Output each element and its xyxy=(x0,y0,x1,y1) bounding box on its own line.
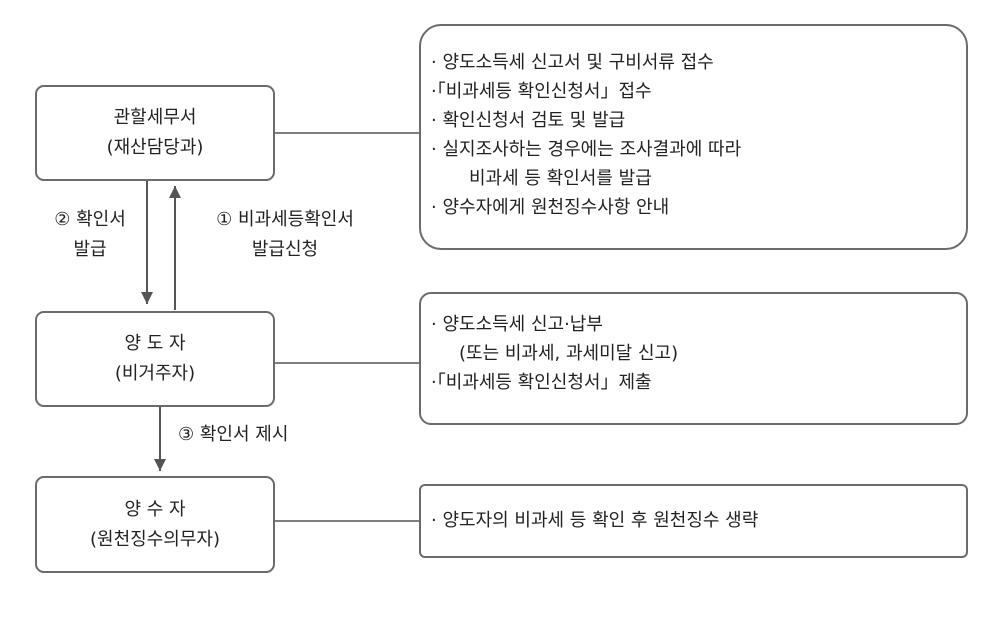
transferor-title: 양 도 자 xyxy=(124,333,186,354)
note-item: · 실지조사하는 경우에는 조사결과에 따라 xyxy=(431,139,742,160)
tax-office-box: 관할세무서 (재산담당과) xyxy=(35,85,275,181)
transferor-box: 양 도 자 (비거주자) xyxy=(35,311,275,407)
transferor-note-box: · 양도소득세 신고·납부 (또는 비과세, 과세미달 신고) ·「비과세등 확… xyxy=(419,292,968,425)
arrow-request-label: ① 비과세등확인서 발급신청 xyxy=(190,205,380,265)
arrow-issue-label: ② 확인서 발급 xyxy=(40,205,140,265)
arrow-present-label-line1: ③ 확인서 제시 xyxy=(178,424,289,445)
note-item: ·「비과세등 확인신청서」제출 xyxy=(431,372,652,393)
transferee-note-box: · 양도자의 비과세 등 확인 후 원천징수 생략 xyxy=(419,484,968,558)
tax-office-note-box: · 양도소득세 신고서 및 구비서류 접수 ·「비과세등 확인신청서」접수 · … xyxy=(419,24,968,250)
note-item: · 양도자의 비과세 등 확인 후 원천징수 생략 xyxy=(431,510,759,531)
transferee-box: 양 수 자 (원천징수의무자) xyxy=(35,476,275,573)
arrow-issue-label-line1: ② 확인서 xyxy=(54,209,126,230)
tax-office-subtitle: (재산담당과) xyxy=(106,137,204,158)
note-item: · 양도소득세 신고·납부 xyxy=(431,314,603,335)
note-item: · 확인신청서 검토 및 발급 xyxy=(431,110,626,131)
arrow-present-label: ③ 확인서 제시 xyxy=(178,420,288,450)
transferee-title: 양 수 자 xyxy=(124,498,186,520)
arrow-request-head xyxy=(169,186,181,198)
note-item: · 양도소득세 신고서 및 구비서류 접수 xyxy=(431,52,714,73)
transferee-subtitle: (원천징수의무자) xyxy=(90,528,220,550)
arrow-request-label-line1: ① 비과세등확인서 xyxy=(216,209,354,230)
note-item: 비과세 등 확인서를 발급 xyxy=(469,168,652,189)
note-item: · 양수자에게 원천징수사항 안내 xyxy=(431,197,670,218)
arrow-request-label-line2: 발급신청 xyxy=(251,239,319,260)
transferor-subtitle: (비거주자) xyxy=(114,363,196,384)
arrow-issue-head xyxy=(141,292,153,304)
note-item: (또는 비과세, 과세미달 신고) xyxy=(459,343,679,364)
arrow-present-head xyxy=(154,459,166,471)
tax-office-title: 관할세무서 xyxy=(113,107,197,128)
note-item: ·「비과세등 확인신청서」접수 xyxy=(431,81,652,102)
arrow-issue-label-line2: 발급 xyxy=(73,239,107,260)
